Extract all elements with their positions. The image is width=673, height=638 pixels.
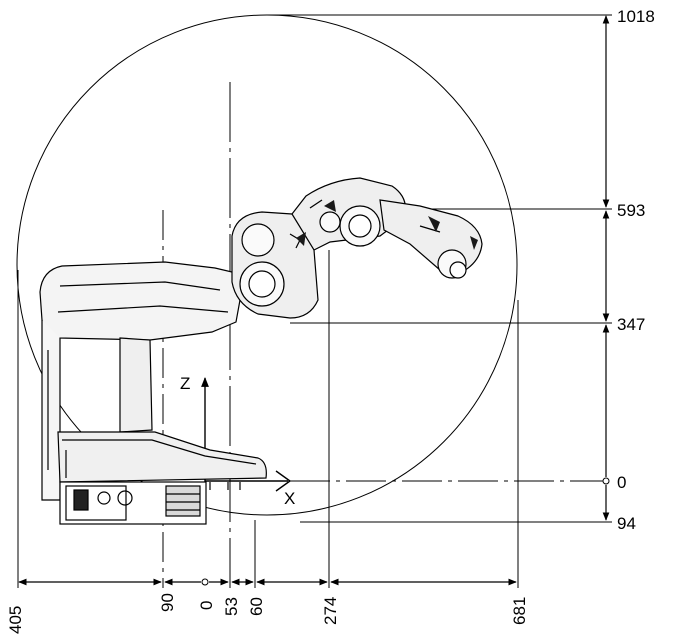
horizontal-extension-lines xyxy=(268,14,612,523)
dim-label-90: 90 xyxy=(158,593,177,612)
z-axis-label: Z xyxy=(180,374,190,393)
dim-label-53: 53 xyxy=(222,597,241,616)
origin-marker-right xyxy=(602,477,610,485)
dim-label-0: 0 xyxy=(617,473,626,492)
dim-label-274: 274 xyxy=(321,597,340,625)
dim-label-593: 593 xyxy=(617,201,645,220)
dim-label-60: 60 xyxy=(247,597,266,616)
dim-label-347: 347 xyxy=(617,315,645,334)
dim-label-x0: 0 xyxy=(197,601,216,610)
origin-marker-bottom xyxy=(201,578,209,586)
x-axis-label: X xyxy=(284,489,295,508)
robot-joints xyxy=(239,199,467,307)
vertical-extension-lines xyxy=(17,82,519,588)
reach-envelope-circle xyxy=(16,14,518,516)
dim-label-94: 94 xyxy=(617,514,636,533)
dim-label-405: 405 xyxy=(6,606,25,634)
dim-label-1018: 1018 xyxy=(617,7,655,26)
robot-base xyxy=(39,261,267,525)
dim-label-681: 681 xyxy=(510,597,529,625)
robot-dark-accents xyxy=(296,200,478,250)
